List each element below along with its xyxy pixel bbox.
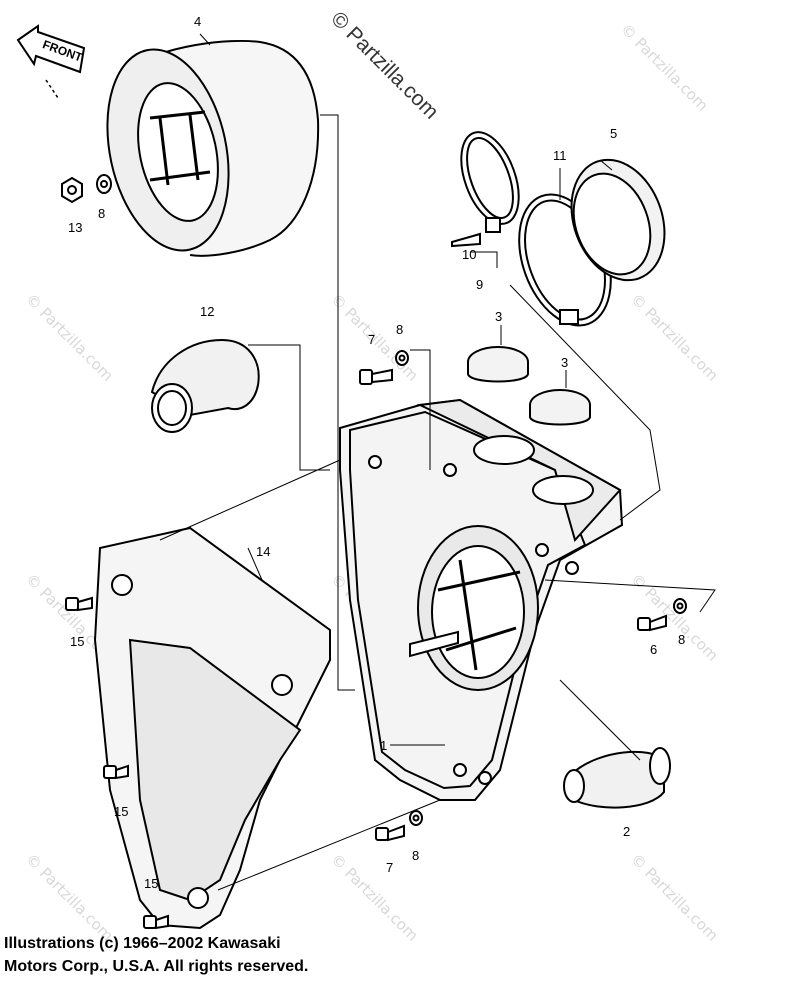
callout-15: 15 bbox=[70, 634, 84, 649]
callout-3: 3 bbox=[495, 309, 502, 324]
screw-6 bbox=[637, 598, 687, 632]
copyright-watermark: © Partzilla.com bbox=[326, 7, 442, 123]
adapter-5 bbox=[570, 158, 666, 282]
watermark: © Partzilla.com bbox=[627, 850, 722, 945]
callout-7: 7 bbox=[386, 860, 393, 875]
watermark: © Partzilla.com bbox=[22, 290, 117, 385]
callout-13: 13 bbox=[68, 220, 82, 235]
watermark: © Partzilla.com bbox=[22, 850, 117, 945]
callout-2: 2 bbox=[623, 824, 630, 839]
watermark: © Partzilla.com bbox=[327, 850, 422, 945]
copyright-credit: Illustrations (c) 1966–2002 Kawasaki Mot… bbox=[4, 932, 504, 978]
screw-7-upper bbox=[359, 350, 409, 385]
callout-1: 1 bbox=[380, 738, 387, 753]
callout-15: 15 bbox=[114, 804, 128, 819]
intake-duct-12 bbox=[150, 338, 260, 433]
callout-14: 14 bbox=[256, 544, 270, 559]
credit-line-2: Motors Corp., U.S.A. All rights reserved… bbox=[4, 958, 309, 975]
callout-9: 9 bbox=[476, 277, 483, 292]
callout-4: 4 bbox=[194, 14, 201, 29]
cap-3-right bbox=[529, 389, 591, 426]
callout-12: 12 bbox=[200, 304, 214, 319]
side-cover-14 bbox=[93, 526, 331, 930]
callout-10: 10 bbox=[462, 247, 476, 262]
nut-13 bbox=[61, 174, 112, 204]
screw-7-lower bbox=[375, 810, 423, 842]
screw-15-c bbox=[143, 914, 169, 930]
cap-3-left bbox=[467, 346, 529, 383]
screw-15-b bbox=[103, 764, 129, 780]
watermark: © Partzilla.com bbox=[617, 20, 712, 115]
callout-6: 6 bbox=[650, 642, 657, 657]
air-box-housing-1 bbox=[339, 398, 624, 801]
front-arrow-icon: FRONT bbox=[16, 24, 86, 99]
callout-8: 8 bbox=[412, 848, 419, 863]
clamp-band-9 bbox=[451, 131, 520, 248]
callout-15: 15 bbox=[144, 876, 158, 891]
air-filter-element bbox=[106, 39, 320, 257]
callout-5: 5 bbox=[610, 126, 617, 141]
callouts: 4 5 11 10 9 8 13 12 7 8 3 3 14 15 6 8 1 … bbox=[68, 14, 685, 891]
leader-lines bbox=[159, 33, 716, 891]
credit-line-1: Illustrations (c) 1966–2002 Kawasaki bbox=[4, 935, 281, 952]
callout-8: 8 bbox=[98, 206, 105, 221]
hose-2 bbox=[563, 747, 671, 809]
watermark: © Partzilla.com bbox=[627, 290, 722, 385]
callout-8: 8 bbox=[678, 632, 685, 647]
callout-8: 8 bbox=[396, 322, 403, 337]
callout-3: 3 bbox=[561, 355, 568, 370]
callout-11: 11 bbox=[553, 148, 567, 163]
screw-15-a bbox=[65, 596, 93, 612]
callout-7: 7 bbox=[368, 332, 375, 347]
